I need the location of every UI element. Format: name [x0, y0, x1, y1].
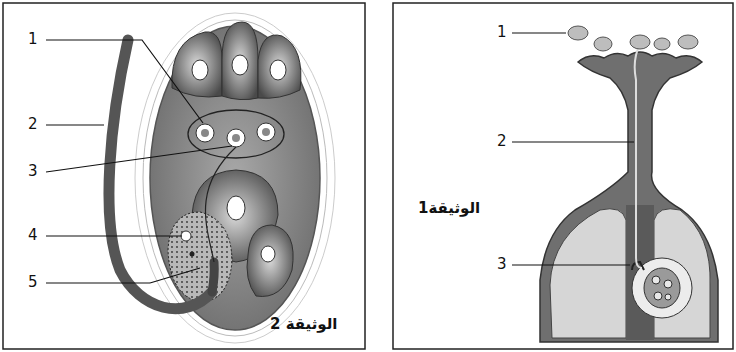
callout-number: 3 — [497, 256, 507, 273]
callout-number: 2 — [497, 133, 507, 150]
figure-caption: الوثيقة1 — [418, 200, 480, 217]
callout-number: 3 — [28, 163, 38, 180]
callout-number: 4 — [28, 227, 38, 244]
callout-number: 2 — [28, 116, 38, 133]
callout-number: 1 — [497, 24, 507, 41]
callout-number: 1 — [28, 31, 38, 48]
figure-caption: الوثيقة 2 — [270, 316, 338, 333]
callout-number: 5 — [28, 274, 38, 291]
